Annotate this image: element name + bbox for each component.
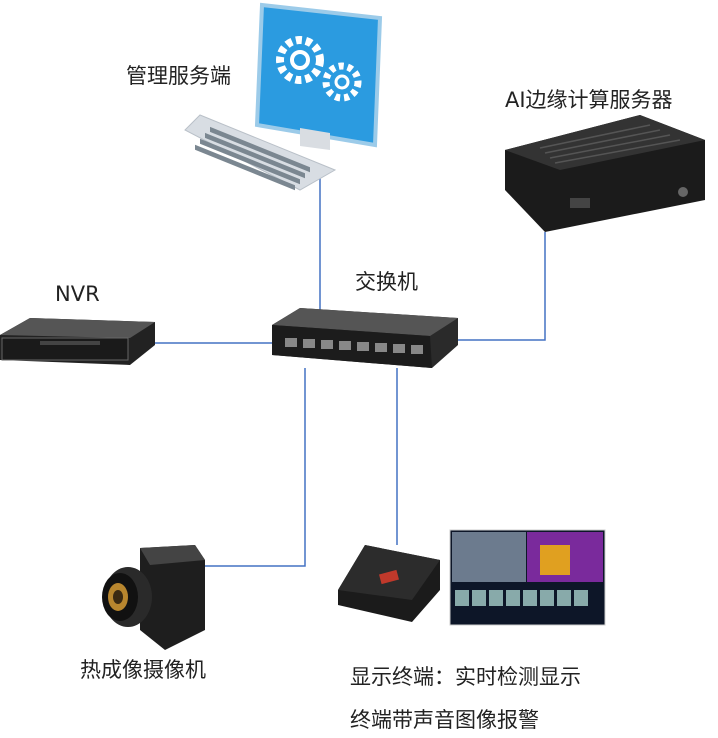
switch-icon xyxy=(272,308,458,368)
ai-server-icon xyxy=(505,115,705,232)
management-label: 管理服务端 xyxy=(126,64,231,88)
camera-label: 热成像摄像机 xyxy=(80,658,206,682)
connection-lines xyxy=(155,178,546,567)
nvr-icon xyxy=(0,318,155,365)
display-label-line1: 显示终端：实时检测显示 xyxy=(350,665,581,689)
display-terminal-icon xyxy=(338,529,606,626)
link-camera-switch xyxy=(205,368,306,567)
display-label-line2: 终端带声音图像报警 xyxy=(350,708,539,732)
ai-server-label: AI边缘计算服务器 xyxy=(505,88,673,112)
nvr-label: NVR xyxy=(55,282,100,306)
link-ai-switch xyxy=(458,232,546,341)
thermal-camera-icon xyxy=(102,545,205,650)
computer-icon xyxy=(184,2,383,191)
switch-label: 交换机 xyxy=(355,270,418,294)
